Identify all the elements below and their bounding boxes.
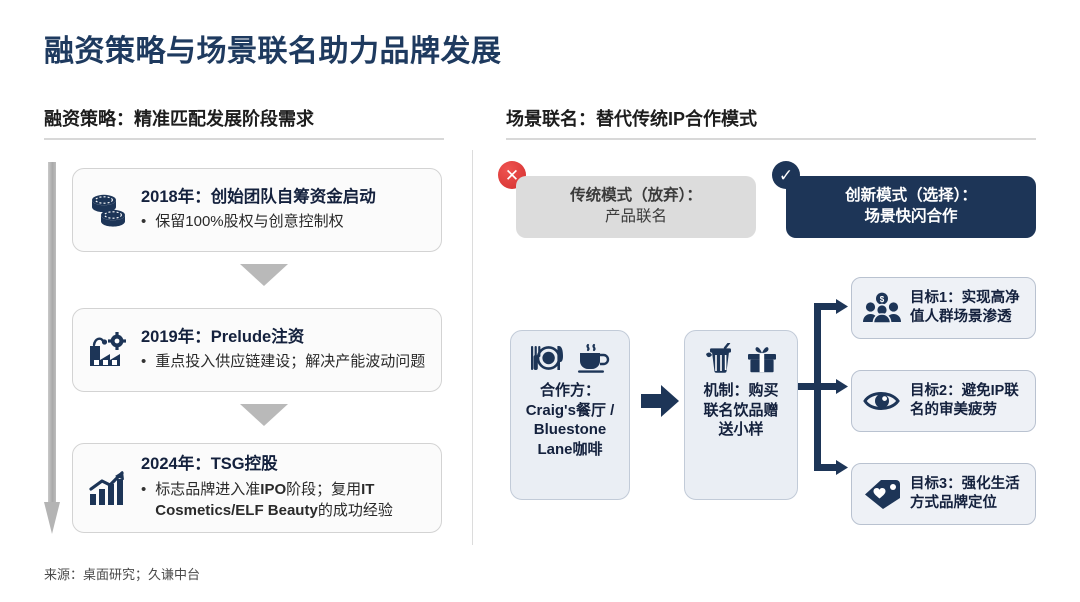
source-note: 来源：桌面研究；久谦中台 — [44, 567, 201, 582]
stage-text: 2019年：Prelude注资 • 重点投入供应链建设；解决产能波动问题 — [141, 327, 427, 373]
timeline-down-arrow — [44, 162, 60, 536]
page-title: 融资策略与场景联名助力品牌发展 — [44, 35, 502, 68]
stage-bullet-row: • 重点投入供应链建设；解决产能波动问题 — [141, 351, 427, 373]
timeline-arrow-head — [44, 502, 60, 534]
tag-heart-icon — [865, 480, 900, 509]
partner-icons — [529, 343, 611, 373]
flow-partner-label: 合作方： Craig's餐厅 / Bluestone Lane咖啡 — [525, 382, 615, 458]
bullet-dot: • — [141, 353, 147, 371]
growth-chart-icon — [85, 468, 131, 508]
stage-text: 2024年：TSG控股 • 标志品牌进入准IPO阶段；复用IT Cosmetic… — [141, 454, 427, 522]
bullet-bold-brands: IT Cosmetics/ELF Beauty — [155, 480, 375, 520]
timeline-connector-triangle-1 — [240, 264, 288, 286]
stage-bullet-row: • 保留100%股权与创意控制权 — [141, 211, 427, 233]
gift-box-icon — [748, 347, 776, 373]
stage-bullet: 保留100%股权与创意控制权 — [155, 213, 344, 231]
coffee-cup-icon — [578, 343, 610, 373]
bullet-dot: • — [141, 213, 147, 231]
eye-icon — [863, 392, 900, 410]
people-money-icon: $ — [863, 292, 901, 324]
rejected-model-card[interactable]: 传统模式（放弃）： 产品联名 — [516, 176, 756, 238]
svg-text:$: $ — [880, 295, 885, 304]
goal-card-2[interactable]: 目标2：避免IP联 名的审美疲劳 — [851, 370, 1036, 432]
stage-bullet-row: • 标志品牌进入准IPO阶段；复用IT Cosmetics/ELF Beauty… — [141, 479, 427, 523]
bullet-dot: • — [141, 480, 147, 498]
dining-icon — [531, 346, 563, 370]
left-column-header: 融资策略：精准匹配发展阶段需求 — [44, 109, 314, 129]
timeline-arrow-shaft — [48, 162, 56, 504]
flow-box-mechanism[interactable]: 机制：购买 联名饮品赠 送小样 — [684, 330, 798, 500]
factory-icon — [85, 330, 131, 370]
stage-bullet: 重点投入供应链建设；解决产能波动问题 — [155, 353, 426, 371]
stage-card-2018[interactable]: 2018年：创始团队自筹资金启动 • 保留100%股权与创意控制权 — [72, 168, 442, 252]
bullet-suffix: 的成功经验 — [317, 502, 393, 520]
drink-cup-icon — [706, 343, 731, 373]
bullet-prefix: 标志品牌进入准 — [155, 480, 261, 498]
timeline-connector-triangle-2 — [240, 404, 288, 426]
goal-3-label: 目标3：强化生活 方式品牌定位 — [910, 476, 1020, 511]
stage-text: 2018年：创始团队自筹资金启动 • 保留100%股权与创意控制权 — [141, 187, 427, 233]
stage-title: 2019年：Prelude注资 — [141, 327, 305, 346]
goal-2-label: 目标2：避免IP联 名的审美疲劳 — [910, 383, 1019, 418]
right-column-header: 场景联名：替代传统IP合作模式 — [506, 109, 758, 129]
stage-card-2024[interactable]: 2024年：TSG控股 • 标志品牌进入准IPO阶段；复用IT Cosmetic… — [72, 443, 442, 533]
goal-card-1[interactable]: $ 目标1：实现高净 值人群场景渗透 — [851, 277, 1036, 339]
column-divider — [472, 150, 473, 545]
bullet-mid: 阶段；复用 — [286, 480, 362, 498]
chosen-model-subtitle: 场景快闪合作 — [864, 208, 958, 225]
goal-1-label: 目标1：实现高净 值人群场景渗透 — [910, 290, 1020, 325]
left-header-rule — [44, 138, 444, 140]
right-header-rule — [506, 138, 1036, 140]
stage-bullet-rich: 标志品牌进入准IPO阶段；复用IT Cosmetics/ELF Beauty的成… — [155, 479, 427, 523]
chosen-model-card[interactable]: 创新模式（选择）： 场景快闪合作 — [786, 176, 1036, 238]
goal-card-3[interactable]: 目标3：强化生活 方式品牌定位 — [851, 463, 1036, 525]
bullet-bold-ipo: IPO — [260, 480, 287, 498]
stage-card-2019[interactable]: 2019年：Prelude注资 • 重点投入供应链建设；解决产能波动问题 — [72, 308, 442, 392]
coins-icon — [85, 191, 131, 229]
rejected-model-subtitle: 产品联名 — [604, 208, 667, 225]
stage-title: 2018年：创始团队自筹资金启动 — [141, 187, 376, 206]
flow-arrow-icon — [641, 383, 679, 419]
chosen-model-title: 创新模式（选择）： — [845, 187, 977, 205]
rejected-model-title: 传统模式（放弃）： — [570, 187, 702, 205]
mechanism-icons — [704, 343, 778, 373]
stage-title: 2024年：TSG控股 — [141, 454, 278, 473]
flow-box-partner[interactable]: 合作方： Craig's餐厅 / Bluestone Lane咖啡 — [510, 330, 630, 500]
flow-mechanism-label: 机制：购买 联名饮品赠 送小样 — [703, 382, 779, 438]
goal-branch-connector — [798, 277, 854, 499]
